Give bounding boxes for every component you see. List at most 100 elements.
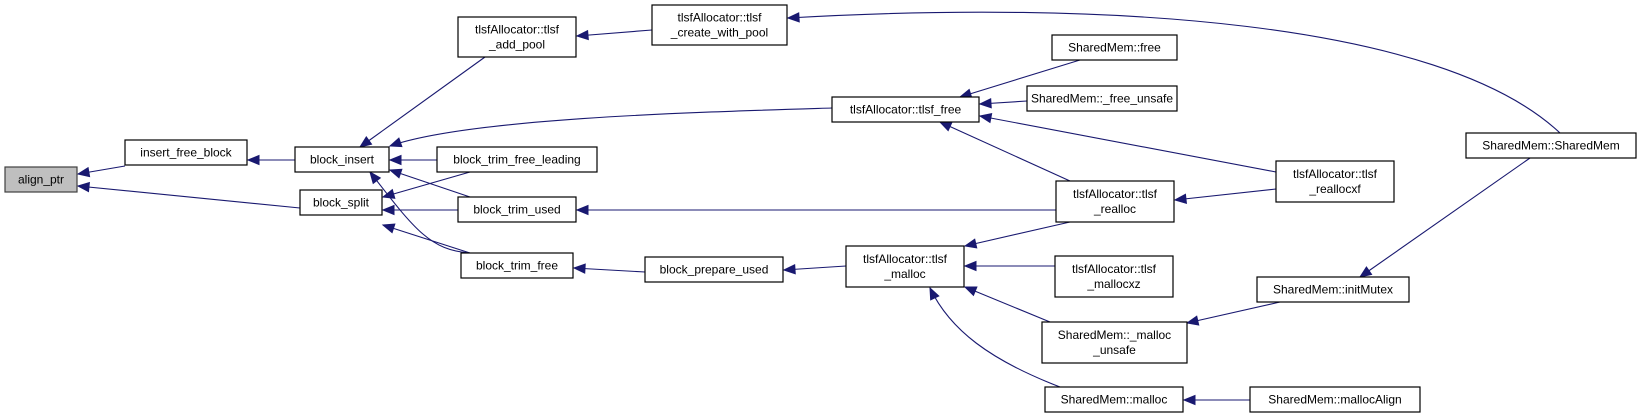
- arrowhead-icon: [786, 12, 800, 23]
- edge-shm_malloc_unsafe-to-tlsf_malloc: [963, 286, 1051, 323]
- node-tlsf-add-pool[interactable]: tlsfAllocator::tlsf_add_pool: [457, 16, 577, 58]
- edge-line: [77, 185, 301, 209]
- node-label: block_prepare_used: [660, 263, 769, 277]
- node-shm-malloc-unsafe[interactable]: SharedMem::_malloc_unsafe: [1041, 321, 1188, 364]
- arrowhead-icon: [1182, 394, 1196, 406]
- arrowhead-icon: [388, 168, 403, 179]
- node-label: _reallocxf: [1308, 182, 1361, 196]
- node-shm-free[interactable]: SharedMem::free: [1051, 34, 1178, 61]
- arrowhead-icon: [575, 204, 589, 216]
- node-block-trim-free[interactable]: block_trim_free: [460, 252, 574, 279]
- node-shm-free-unsafe[interactable]: SharedMem::_free_unsafe: [1026, 85, 1178, 112]
- node-label: SharedMem::mallocAlign: [1268, 393, 1401, 407]
- node-label: block_split: [313, 196, 370, 210]
- edge-line: [576, 29, 653, 37]
- edge-tlsf_add_pool-to-block_insert: [358, 56, 486, 148]
- arrowhead-icon: [388, 154, 402, 166]
- arrowhead-icon: [978, 98, 992, 109]
- node-tlsf-free[interactable]: tlsfAllocator::tlsf_free: [831, 96, 980, 123]
- node-tlsf-reallocxf[interactable]: tlsfAllocator::tlsf_reallocxf: [1275, 160, 1395, 203]
- node-label: SharedMem::_malloc: [1058, 328, 1171, 342]
- arrowhead-icon: [1358, 266, 1373, 278]
- arrowhead-icon: [938, 121, 953, 132]
- node-block-trim-free-leading[interactable]: block_trim_free_leading: [436, 146, 598, 173]
- edge-line: [979, 115, 1277, 173]
- node-label: SharedMem::_free_unsafe: [1031, 92, 1173, 106]
- node-label: block_trim_free_leading: [453, 153, 580, 167]
- node-shm-initMutex[interactable]: SharedMem::initMutex: [1256, 276, 1410, 303]
- edge-tlsf_reallocxf-to-tlsf_free: [978, 112, 1277, 173]
- node-tlsf-mallocxz[interactable]: tlsfAllocator::tlsf_mallocxz: [1054, 255, 1174, 298]
- node-block-insert[interactable]: block_insert: [294, 146, 390, 173]
- node-label: SharedMem::malloc: [1061, 393, 1168, 407]
- arrowhead-icon: [1185, 315, 1200, 326]
- node-shm-mallocAlign[interactable]: SharedMem::mallocAlign: [1249, 386, 1421, 413]
- node-label: tlsfAllocator::tlsf: [1072, 262, 1157, 276]
- nodes-layer: align_ptrinsert_free_blockblock_splitblo…: [4, 4, 1637, 413]
- node-block-trim-used[interactable]: block_trim_used: [457, 196, 577, 223]
- arrowhead-icon: [978, 112, 993, 124]
- edge-line: [1174, 188, 1277, 201]
- edge-shm_free_unsafe-to-tlsf_free: [978, 98, 1028, 109]
- arrowhead-icon: [929, 286, 940, 301]
- node-box: [1055, 180, 1175, 223]
- node-block-prepare-used[interactable]: block_prepare_used: [644, 256, 784, 283]
- arrowhead-icon: [246, 154, 260, 166]
- node-box: [1465, 132, 1637, 159]
- edge-line: [787, 11, 1561, 134]
- node-label: tlsfAllocator::tlsf_free: [850, 103, 962, 117]
- node-box: [124, 139, 248, 166]
- edge-shm_free-to-tlsf_free: [958, 59, 1081, 99]
- node-label: _add_pool: [488, 38, 545, 52]
- node-box: [651, 4, 788, 46]
- edge-block_trim_free_leading-to-block_insert: [388, 154, 437, 166]
- node-tlsf-create-with-pool[interactable]: tlsfAllocator::tlsf_create_with_pool: [651, 4, 788, 46]
- arrowhead-icon: [575, 29, 589, 41]
- arrowhead-icon: [358, 136, 373, 148]
- node-box: [845, 245, 965, 288]
- edge-block_trim_free-to-block_insert: [369, 170, 471, 254]
- node-box: [294, 146, 390, 173]
- arrowhead-icon: [963, 238, 978, 249]
- node-box: [457, 196, 577, 223]
- edge-line: [382, 171, 471, 198]
- node-shm-malloc[interactable]: SharedMem::malloc: [1044, 386, 1184, 413]
- node-box: [1275, 160, 1395, 203]
- edges-layer: [76, 11, 1561, 406]
- edge-line: [389, 107, 833, 147]
- edge-line: [929, 287, 1061, 388]
- edge-line: [1186, 301, 1281, 324]
- edge-block_prepare_used-to-block_trim_free: [572, 263, 646, 274]
- node-label: tlsfAllocator::tlsf: [1073, 187, 1158, 201]
- edge-line: [369, 171, 471, 254]
- node-shm-SharedMem[interactable]: SharedMem::SharedMem: [1465, 132, 1637, 159]
- node-label: block_trim_free: [476, 259, 558, 273]
- arrowhead-icon: [381, 188, 396, 199]
- node-box: [1044, 386, 1184, 413]
- node-align-ptr: align_ptr: [4, 166, 78, 193]
- edge-tlsf_realloc-to-block_trim_used: [575, 204, 1056, 216]
- node-label: SharedMem::free: [1068, 41, 1161, 55]
- edge-line: [573, 267, 646, 273]
- arrowhead-icon: [572, 263, 586, 274]
- edge-block_split-to-align_ptr: [76, 181, 301, 209]
- node-box: [299, 189, 383, 216]
- edge-block_trim_used-to-block_split: [381, 204, 458, 216]
- edge-shm_malloc-to-tlsf_malloc: [929, 286, 1061, 388]
- node-label: SharedMem::initMutex: [1273, 283, 1393, 297]
- node-insert-free-block[interactable]: insert_free_block: [124, 139, 248, 166]
- node-box: [1041, 321, 1188, 364]
- arrowhead-icon: [1173, 193, 1188, 204]
- node-tlsf-realloc[interactable]: tlsfAllocator::tlsf_realloc: [1055, 180, 1175, 223]
- edge-tlsf_mallocxz-to-tlsf_malloc: [963, 260, 1055, 272]
- node-box: [1249, 386, 1421, 413]
- node-label: tlsfAllocator::tlsf: [475, 23, 560, 37]
- edge-shm_SharedMem-to-tlsf_create_with_pool: [786, 11, 1561, 134]
- node-block-split[interactable]: block_split: [299, 189, 383, 216]
- node-label: block_insert: [310, 153, 375, 167]
- edge-block_trim_free-to-block_split: [381, 223, 471, 254]
- edge-tlsf_realloc-to-tlsf_free: [938, 121, 1071, 182]
- node-box: [436, 146, 598, 173]
- node-tlsf-malloc[interactable]: tlsfAllocator::tlsf_malloc: [845, 245, 965, 288]
